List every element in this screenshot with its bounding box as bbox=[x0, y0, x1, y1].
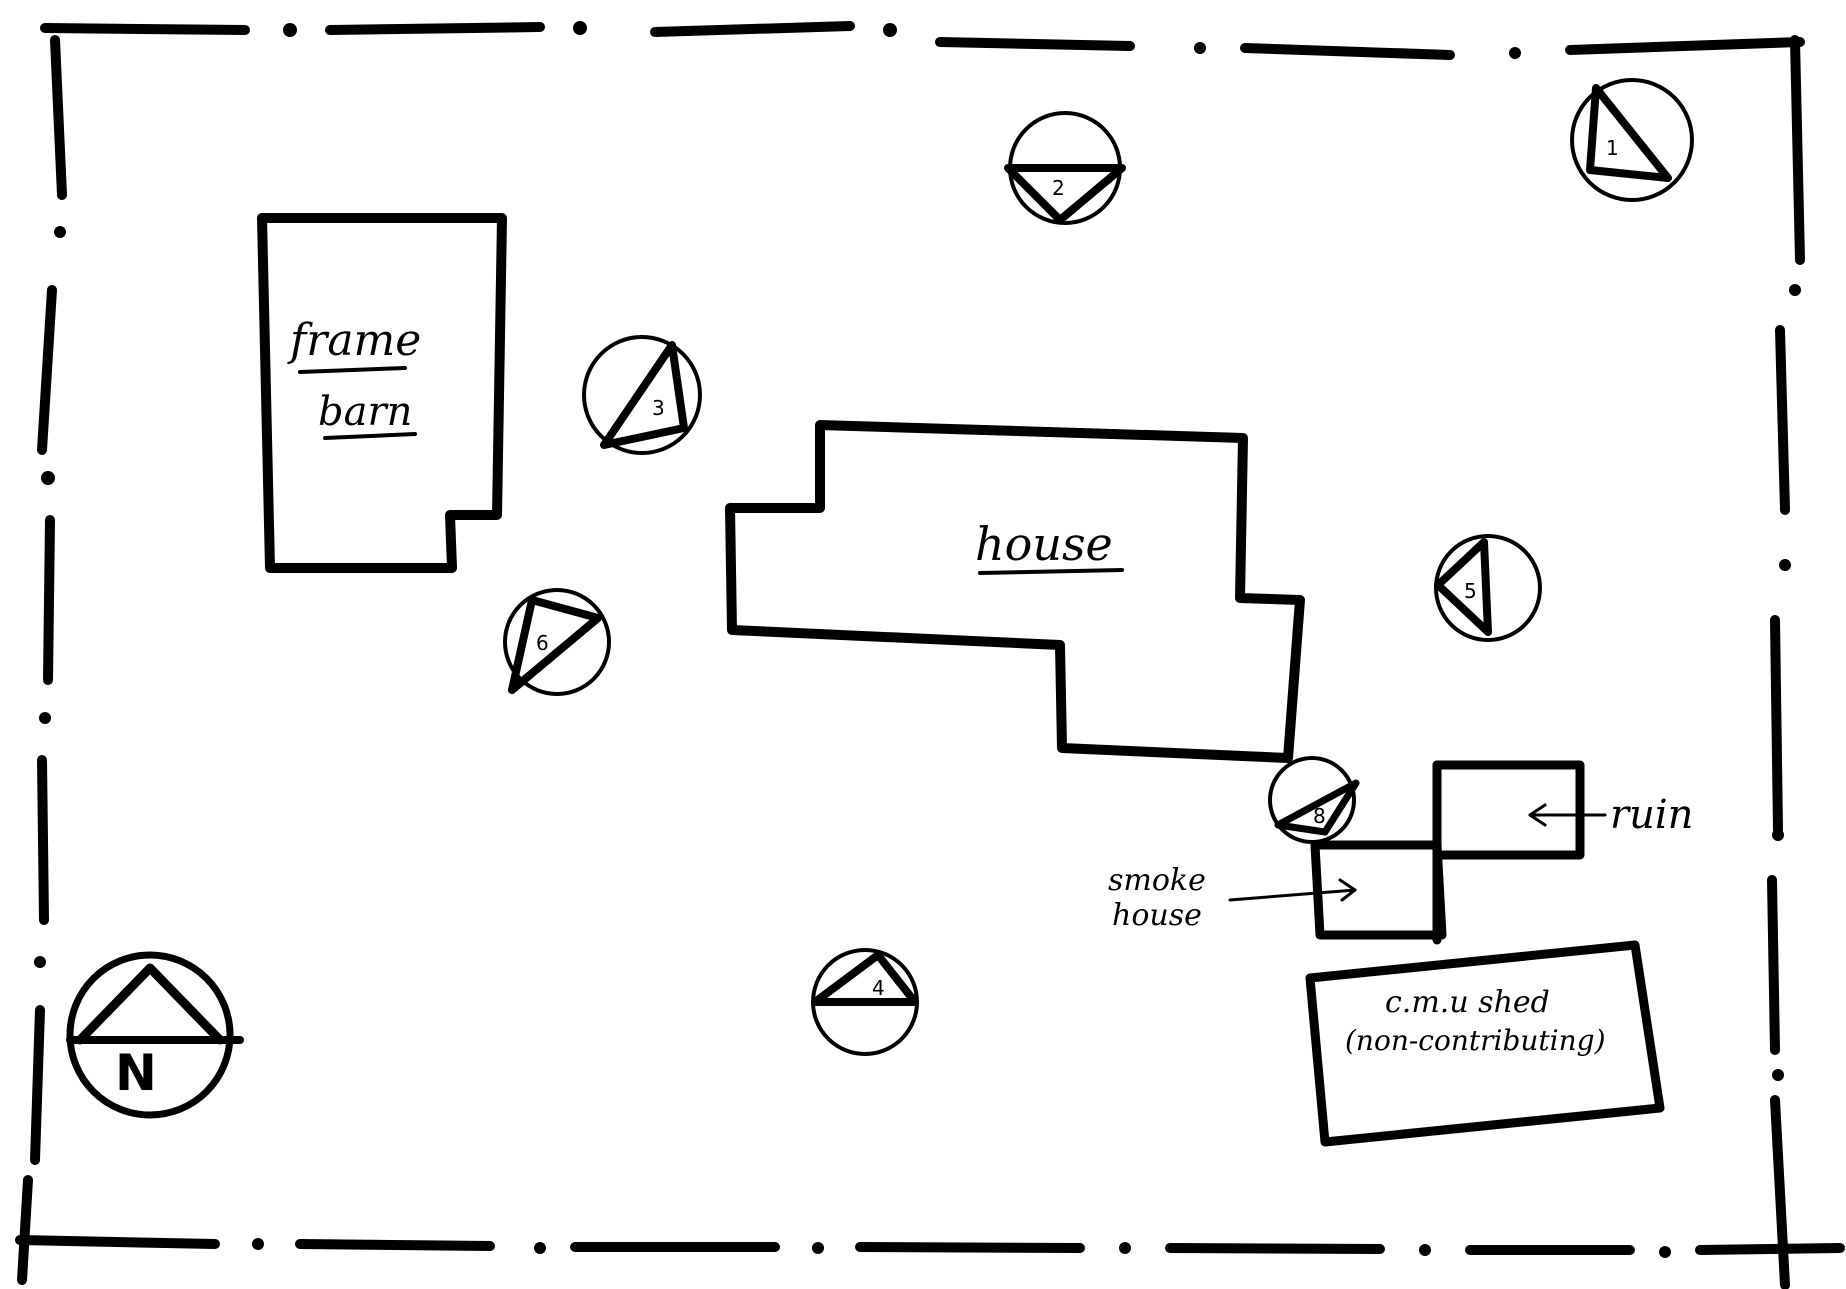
cmu-shed: c.m.u shed (non-contributing) bbox=[1305, 940, 1665, 1147]
frame-barn: frame barn bbox=[257, 213, 507, 573]
photo-point-2-number: 2 bbox=[1052, 176, 1065, 200]
photo-point-6-number: 6 bbox=[536, 631, 549, 655]
photo-point-5: 5 bbox=[1434, 534, 1542, 642]
barn-label-frame: frame bbox=[287, 315, 421, 366]
smokehouse-label-smoke: smoke bbox=[1108, 863, 1206, 898]
smokehouse: smoke house bbox=[1108, 840, 1447, 940]
ruin: ruin bbox=[1432, 760, 1693, 945]
photo-point-3-number: 3 bbox=[652, 396, 665, 420]
photo-point-2: 2 bbox=[1004, 111, 1126, 225]
shed-label-line1: c.m.u shed bbox=[1385, 985, 1550, 1020]
photo-point-8-number: 8 bbox=[1313, 804, 1326, 828]
north-arrow: N bbox=[66, 951, 244, 1119]
photo-point-1-number: 1 bbox=[1606, 136, 1619, 160]
smokehouse-label-house: house bbox=[1112, 898, 1202, 933]
photo-point-3: 3 bbox=[582, 335, 702, 455]
photo-point-4-number: 4 bbox=[872, 976, 885, 1000]
photo-point-1: 1 bbox=[1570, 78, 1694, 202]
photo-point-6: 6 bbox=[503, 588, 611, 696]
ruin-label: ruin bbox=[1610, 792, 1693, 838]
photo-point-5-number: 5 bbox=[1464, 579, 1477, 603]
property-boundary bbox=[15, 21, 1845, 1289]
barn-label-barn: barn bbox=[318, 389, 412, 435]
photo-point-4: 4 bbox=[811, 948, 919, 1056]
property-boundary-dots bbox=[34, 21, 1801, 1258]
photo-point-8: 8 bbox=[1268, 756, 1360, 844]
house-label: house bbox=[975, 517, 1113, 571]
north-label: N bbox=[115, 1044, 157, 1102]
house: house bbox=[725, 420, 1305, 763]
shed-label-line2: (non-contributing) bbox=[1345, 1024, 1606, 1057]
